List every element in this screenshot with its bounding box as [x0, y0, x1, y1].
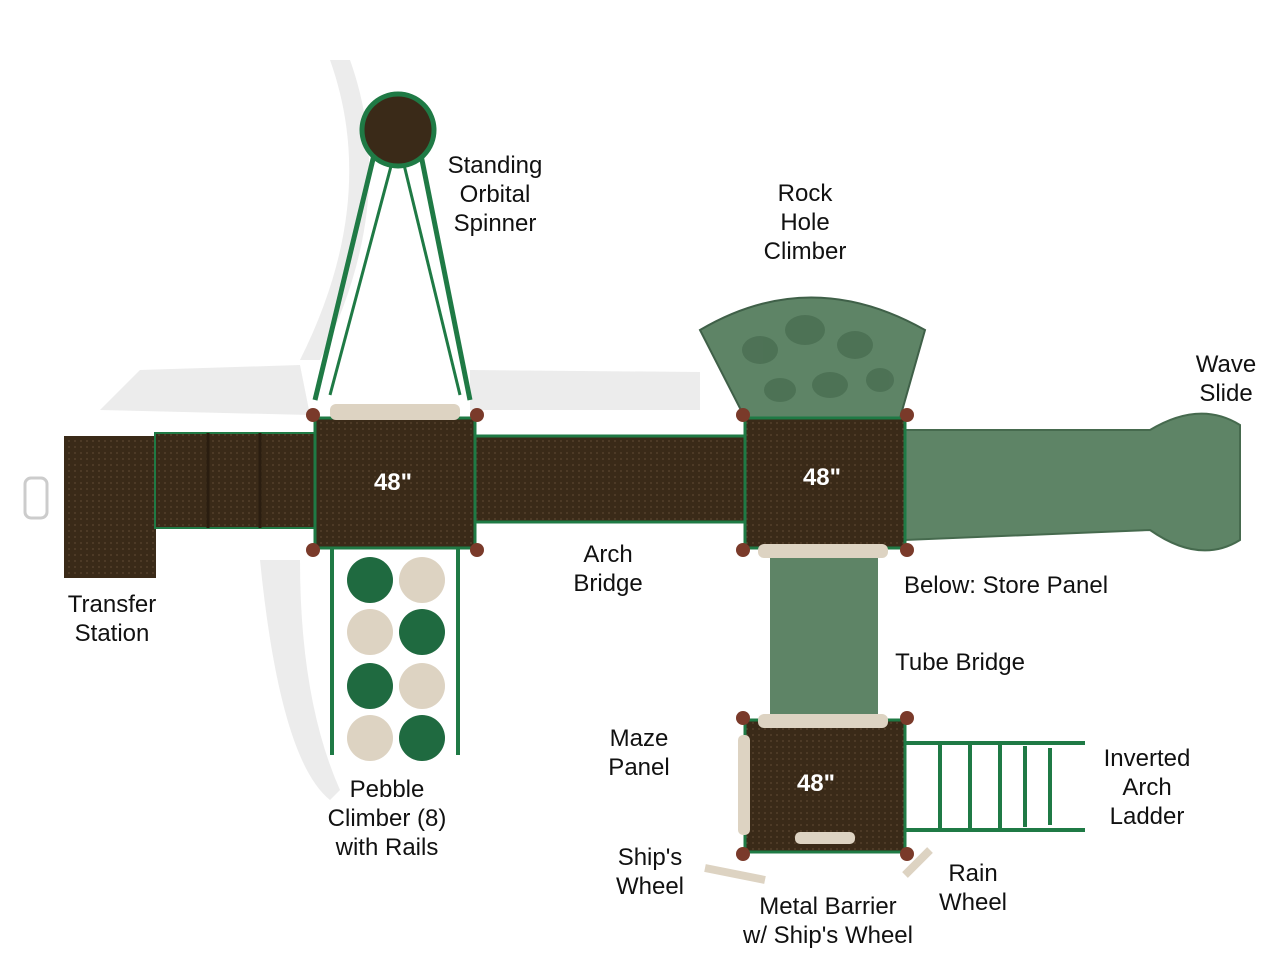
label-line: Transfer [67, 591, 157, 618]
label-line: Wheel [615, 873, 685, 900]
label-line: Ladder [1109, 803, 1185, 830]
shadow [100, 60, 700, 800]
label-line: Metal Barrier [759, 893, 897, 920]
label-line: Wave [1195, 351, 1257, 378]
orbital-spinner [312, 91, 473, 401]
label-line: Tube Bridge [895, 649, 1025, 676]
maze-panel [738, 735, 750, 835]
label-line: Slide [1199, 380, 1253, 407]
label-tube-bridge: Tube Bridge [895, 648, 1025, 677]
label-line: Bridge [573, 570, 643, 597]
metal-barrier [795, 832, 855, 844]
inverted-arch-ladder [905, 741, 1085, 832]
label-line: Climber [763, 238, 847, 265]
label-line: Wheel [938, 889, 1008, 916]
label-line: Maze [609, 725, 669, 752]
label-line: Panel [608, 754, 670, 781]
deck-height-2: 48" [802, 464, 842, 491]
label-line: Hole [780, 209, 830, 236]
label-line: Inverted [1103, 745, 1191, 772]
rock-hole-climber [698, 296, 927, 419]
label-store-panel: Below: Store Panel [904, 571, 1108, 600]
label-line: Pebble [349, 776, 425, 803]
transfer-station [64, 436, 156, 578]
label-line: Arch [1122, 774, 1172, 801]
label-line: Station [74, 620, 150, 647]
label-line: Arch [583, 541, 633, 568]
pebble-climber [330, 548, 460, 761]
label-line: Spinner [453, 210, 537, 237]
posts [306, 408, 914, 861]
label-line: w/ Ship's Wheel [743, 922, 913, 949]
label-line: Standing [447, 152, 543, 179]
deck-height-1: 48" [373, 469, 413, 496]
transfer-steps [154, 432, 316, 529]
label-line: with Rails [335, 834, 439, 861]
label-line: Orbital [459, 181, 531, 208]
store-panel [758, 544, 888, 558]
wave-slide [904, 412, 1241, 552]
tube-bridge [770, 548, 878, 718]
label-line: Rain [948, 860, 998, 887]
label-line: Below: Store Panel [903, 572, 1109, 599]
rain-wheel [902, 847, 933, 878]
label-line: Rock [777, 180, 833, 207]
label-line: Ship's [617, 844, 683, 871]
deck-height-3: 48" [796, 770, 836, 797]
label-line: Climber (8) [327, 805, 447, 832]
deck-2 [743, 416, 907, 550]
ships-wheel [704, 864, 766, 884]
arch-bridge [473, 434, 747, 524]
